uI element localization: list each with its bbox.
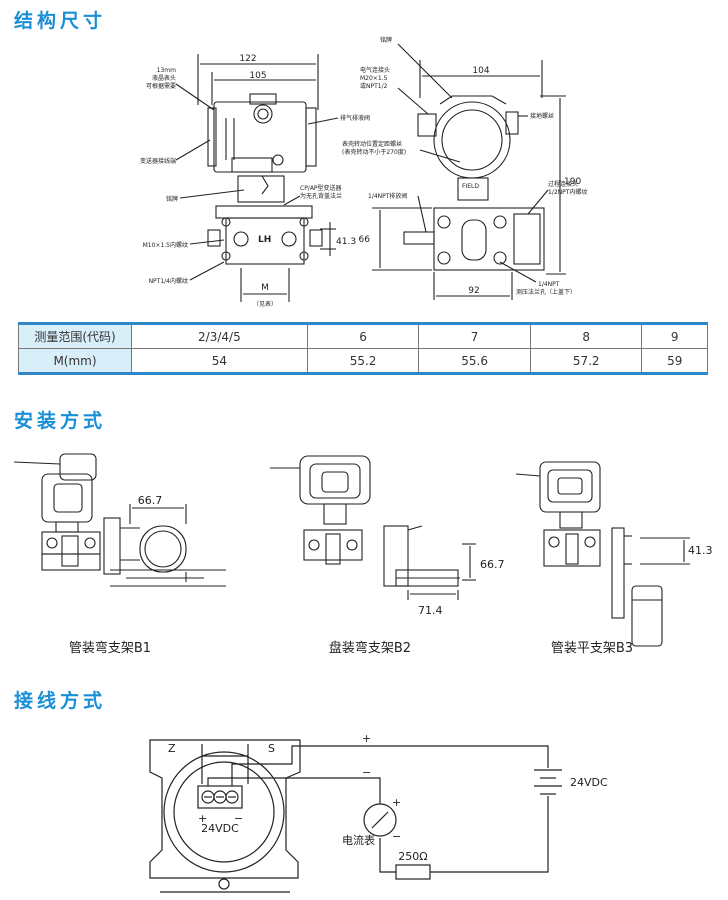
mount-b1-drawing <box>13 453 226 587</box>
table-cell: 6 <box>306 322 420 349</box>
wiring-minus-mid: − <box>362 766 371 779</box>
ammeter-label: 电流表 <box>342 833 375 847</box>
section-title-install: 安装方式 <box>14 410 107 432</box>
dim-104: 104 <box>472 66 489 76</box>
ammeter-plus: + <box>392 796 401 809</box>
callout-mark: 铭牌 <box>380 36 392 44</box>
callout-elec-1: 电气连接头 <box>360 66 390 74</box>
table-cell: 55.2 <box>306 348 420 375</box>
mount-b2-dim-h: 71.4 <box>418 604 443 617</box>
callout-nameplate: 铭牌 <box>166 195 178 203</box>
callout-elec-2: M20×1.5 <box>360 75 388 82</box>
callout-npt-bottom-2: 测压法兰孔（上盖下） <box>516 288 576 296</box>
wiring-diagram: Z S + − + − 24VDC + − 电流表 24VDC 250Ω <box>149 732 608 893</box>
table-cell: 59 <box>641 348 708 375</box>
dim-m: M <box>261 283 269 293</box>
callout-housing-rotate: 表壳转动位置定距螺丝 <box>342 140 402 148</box>
callout-display-3: 可根据需要 <box>146 82 176 90</box>
callout-process-conn-1: 过程连接头 <box>548 180 578 188</box>
callout-cp-ap-2: 为无孔背盖法兰 <box>300 192 342 200</box>
terminal-plus: + <box>198 812 207 825</box>
dim-92: 92 <box>468 286 479 296</box>
range-table: 测量范围(代码) 2/3/4/5 6 7 8 9 M(mm) 54 55.2 5… <box>18 322 708 375</box>
terminal-minus: − <box>234 812 243 825</box>
label-field: FIELD <box>462 183 479 190</box>
table-cell: 7 <box>418 322 531 349</box>
mount-b3-label: 管装平支架B3 <box>551 641 633 656</box>
table-row: 测量范围(代码) 2/3/4/5 6 7 8 9 <box>18 322 708 349</box>
table-cell: 9 <box>641 322 708 349</box>
table-cell: 8 <box>529 322 643 349</box>
dim-122: 122 <box>239 54 256 64</box>
mount-b1-dim: 66.7 <box>138 494 163 507</box>
section-title-structure: 结构尺寸 <box>14 10 107 32</box>
callout-vent-valve: 排气排液阀 <box>340 114 370 122</box>
supply-voltage: 24VDC <box>570 776 608 789</box>
ammeter-minus: − <box>392 830 401 843</box>
wiring-z-label: Z <box>168 742 176 755</box>
mount-b2-label: 盘装弯支架B2 <box>329 640 411 656</box>
dim-105: 105 <box>249 71 266 81</box>
wiring-plus-top: + <box>362 732 371 745</box>
terminal-voltage: 24VDC <box>201 822 239 835</box>
callout-terminal: 变送器接线端 <box>140 157 176 165</box>
table-cell: 57.2 <box>529 348 643 375</box>
callout-elec-3: 或NPT1/2 <box>360 82 388 90</box>
mounting-diagrams: 66.7 66.7 71.4 41.3 管装弯支架B1 盘装弯支架B2 管装平支… <box>13 453 713 656</box>
mount-b2-dim-v: 66.7 <box>480 558 505 571</box>
callout-m10: M10×1.5内螺纹 <box>143 241 188 249</box>
mount-b3-drawing <box>515 461 690 647</box>
callout-display-1: 13mm <box>157 67 176 74</box>
mount-b2-drawing <box>270 455 476 600</box>
dim-66: 66 <box>359 235 371 245</box>
table-header-label: 测量范围(代码) <box>18 322 132 349</box>
table-cell: 2/3/4/5 <box>131 322 308 349</box>
mount-b3-dim: 41.3 <box>688 544 713 557</box>
wiring-s-label: S <box>268 742 275 755</box>
callout-housing-rotate-2: (表壳转动不小于270度) <box>342 148 406 156</box>
section-title-wiring: 接线方式 <box>14 690 107 712</box>
callout-cp-ap: CP/AP型变送器 <box>300 184 342 192</box>
label-lh: LH <box>258 235 271 245</box>
table-row: M(mm) 54 55.2 55.6 57.2 59 <box>18 348 708 375</box>
callout-npt-bottom-1: 1/4NPT <box>538 281 560 288</box>
callout-npt: NPT1/4内螺纹 <box>149 277 188 285</box>
dim-41-3: 41.3 <box>336 237 356 247</box>
callout-drain-valve: 1/4NPT排放阀 <box>368 192 407 200</box>
callout-display-2: 液晶表头 <box>152 74 176 82</box>
callout-m-note: （见表） <box>253 300 277 308</box>
table-cell: 54 <box>131 348 308 375</box>
resistor-label: 250Ω <box>398 850 427 863</box>
table-value-label: M(mm) <box>18 348 132 375</box>
structure-diagram: 122 105 104 190 66 41.3 92 M LH 13mm 液晶表… <box>140 36 587 308</box>
callout-ground-screw: 接地螺丝 <box>530 112 554 120</box>
callout-process-conn-2: 1/2NPT内螺纹 <box>548 188 587 196</box>
mount-b1-label: 管装弯支架B1 <box>69 640 151 656</box>
dim-190: 190 <box>564 177 581 187</box>
table-cell: 55.6 <box>418 348 531 375</box>
